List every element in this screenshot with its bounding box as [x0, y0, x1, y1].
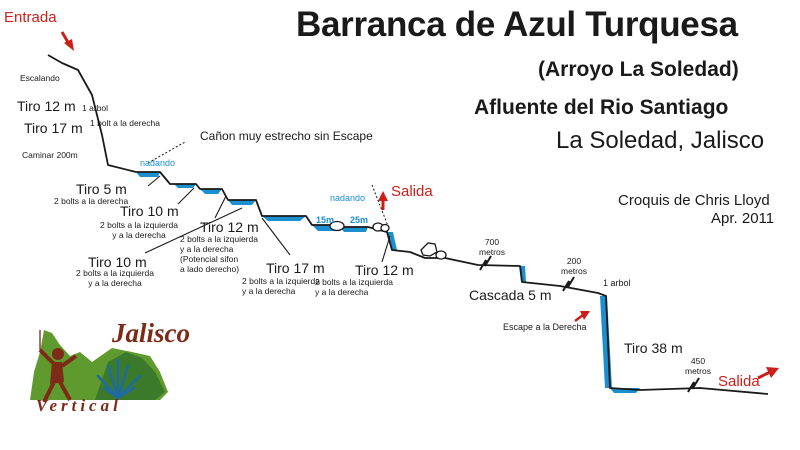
- anchor-note: 2 bolts a la izquierda y a la derecha: [70, 268, 160, 288]
- tributary-label: Afluente del Rio Santiago: [474, 96, 729, 119]
- drop-leader: [177, 187, 195, 205]
- credit-author: Croquis de Chris Lloyd: [618, 192, 770, 209]
- anchor-note: 1 arbol: [603, 278, 631, 288]
- leader-lines: [147, 141, 389, 227]
- boulder: [329, 220, 345, 232]
- drop-leader: [381, 235, 391, 263]
- exit-label-upper: Salida: [391, 183, 433, 200]
- pool: [340, 227, 368, 232]
- page-title: Barranca de Azul Turquesa: [296, 5, 738, 44]
- break-marks: [479, 255, 700, 393]
- entrance-arrow: [60, 31, 74, 51]
- anchor-note: 2 bolts a la izquierda y a la derecha (P…: [180, 234, 258, 274]
- escape-note: Escape a la Derecha: [503, 322, 587, 332]
- anchor-note-line: y a la derecha: [112, 230, 166, 240]
- anchor-note-line: 2 bolts a la izquierda: [242, 276, 320, 286]
- logo-mountain: [95, 352, 165, 400]
- waterfall-label: Cascada 5 m: [469, 287, 552, 303]
- distance-unit: metros: [479, 247, 505, 257]
- break-mark: [479, 255, 492, 271]
- drop-leader: [261, 217, 291, 256]
- distance-value: 450: [690, 356, 706, 366]
- break-mark: [562, 276, 575, 292]
- drop-label: Tiro 5 m: [76, 181, 127, 197]
- anchor-note-line: y a la derecha: [315, 287, 369, 297]
- narrow-canyon-note: Cañon muy estrecho sin Escape: [200, 129, 373, 143]
- distance-unit: metros: [561, 266, 587, 276]
- anchor-note-line: 2 bolts a la izquierda: [180, 234, 258, 244]
- anchor-note: 1 bolt a la derecha: [90, 118, 160, 128]
- drop-leader: [214, 195, 227, 219]
- anchor-note-line: a lado derecho): [180, 264, 240, 274]
- agave-icon: [96, 358, 142, 400]
- boulder: [380, 223, 390, 233]
- drop-label: Tiro 12 m: [17, 98, 76, 114]
- exit-arrow-upper: [378, 191, 388, 210]
- swim-note: nadando: [330, 193, 366, 203]
- swim-note: nadando: [140, 158, 176, 168]
- distance-note: 200 metros: [556, 256, 592, 276]
- location-label: La Soledad, Jalisco: [556, 127, 765, 154]
- exit-arrow-lower: [757, 367, 779, 380]
- distance-note: 450 metros: [680, 356, 716, 376]
- drop-label: Tiro 12 m: [355, 262, 414, 278]
- anchor-note-line: y a la derecha: [88, 278, 142, 288]
- anchor-note-line: (Potencial sifon: [180, 254, 239, 264]
- drop-label: Tiro 12 m: [200, 219, 259, 235]
- boulder: [420, 242, 438, 257]
- page-subtitle: (Arroyo La Soledad): [538, 58, 739, 81]
- anchor-note: 2 bolts a la izquierda y a la derecha: [242, 276, 320, 296]
- break-mark: [687, 377, 700, 393]
- logo-title: Jalisco: [112, 318, 190, 348]
- boulders: [329, 220, 447, 260]
- logo-graphic: [30, 330, 168, 403]
- climbing-note: Escalando: [20, 73, 60, 83]
- anchor-note-line: 2 bolts a la izquierda: [100, 220, 178, 230]
- entrance-label: Entrada: [4, 9, 57, 26]
- anchor-note-line: 2 bolts a la izquierda: [315, 277, 393, 287]
- escape-arrow: [574, 311, 590, 322]
- drop-leader: [147, 175, 161, 187]
- red-arrows: [60, 31, 779, 380]
- drop-label: Tiro 17 m: [266, 260, 325, 276]
- anchor-note: 2 bolts a la derecha: [54, 196, 129, 206]
- anchor-note: 1 arbol: [82, 103, 108, 113]
- drop-label: Tiro 10 m: [120, 203, 179, 219]
- pool-length-label: 15m: [316, 215, 335, 225]
- boulder: [435, 250, 447, 260]
- exit-label-lower: Salida: [718, 373, 760, 390]
- logo-subtitle: Vertical: [36, 396, 122, 415]
- pool: [174, 184, 196, 188]
- distance-value: 200: [566, 256, 582, 266]
- pool-length-label: 25m: [350, 215, 369, 225]
- anchor-note-line: 2 bolts a la izquierda: [76, 268, 154, 278]
- distance-unit: metros: [685, 366, 711, 376]
- pool: [262, 216, 306, 221]
- pool: [136, 172, 160, 177]
- drop-leaders: [144, 175, 391, 263]
- drop-leader: [144, 207, 243, 254]
- distance-note: 700 metros: [474, 237, 510, 257]
- distance-value: 700: [484, 237, 500, 247]
- anchor-note: 2 bolts a la izquierda y a la derecha: [315, 277, 393, 297]
- drop-label: Tiro 38 m: [624, 340, 683, 356]
- drop-label: Tiro 17 m: [24, 120, 83, 136]
- anchor-note-line: y a la derecha: [180, 244, 234, 254]
- climber-icon: [38, 348, 78, 403]
- pool: [228, 200, 256, 205]
- credit-date: Apr. 2011: [711, 210, 775, 227]
- pool: [200, 189, 222, 194]
- anchor-note-line: y a la derecha: [242, 286, 296, 296]
- anchor-note: 2 bolts a la izquierda y a la derecha: [94, 220, 184, 240]
- leader-line: [371, 184, 389, 227]
- walk-note: Caminar 200m: [22, 150, 78, 160]
- leader-line: [147, 141, 186, 164]
- drop-label: Tiro 10 m: [88, 254, 147, 270]
